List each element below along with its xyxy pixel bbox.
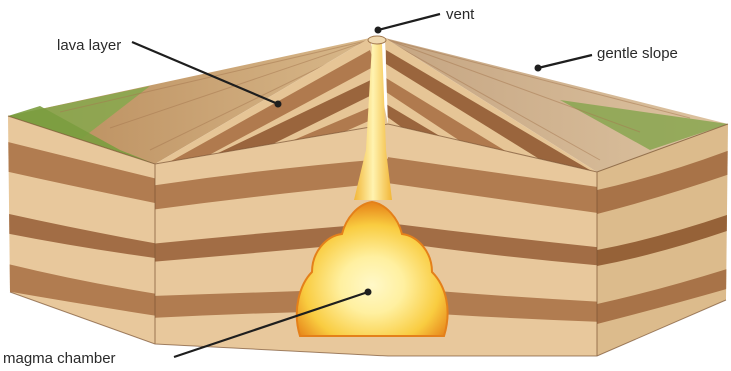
gentle-slope-leader-line xyxy=(538,55,592,68)
magma-chamber-pointer-dot xyxy=(365,289,372,296)
magma-chamber-label: magma chamber xyxy=(3,350,116,367)
lava-layer-pointer-dot xyxy=(275,101,282,108)
vent-leader-line xyxy=(378,14,440,30)
vent-label: vent xyxy=(446,6,474,23)
vent-opening xyxy=(368,36,386,44)
gentle-slope-pointer-dot xyxy=(535,65,542,72)
gentle-slope-label: gentle slope xyxy=(597,45,678,62)
lava-layer-label: lava layer xyxy=(57,37,121,54)
vent-pointer-dot xyxy=(375,27,382,34)
